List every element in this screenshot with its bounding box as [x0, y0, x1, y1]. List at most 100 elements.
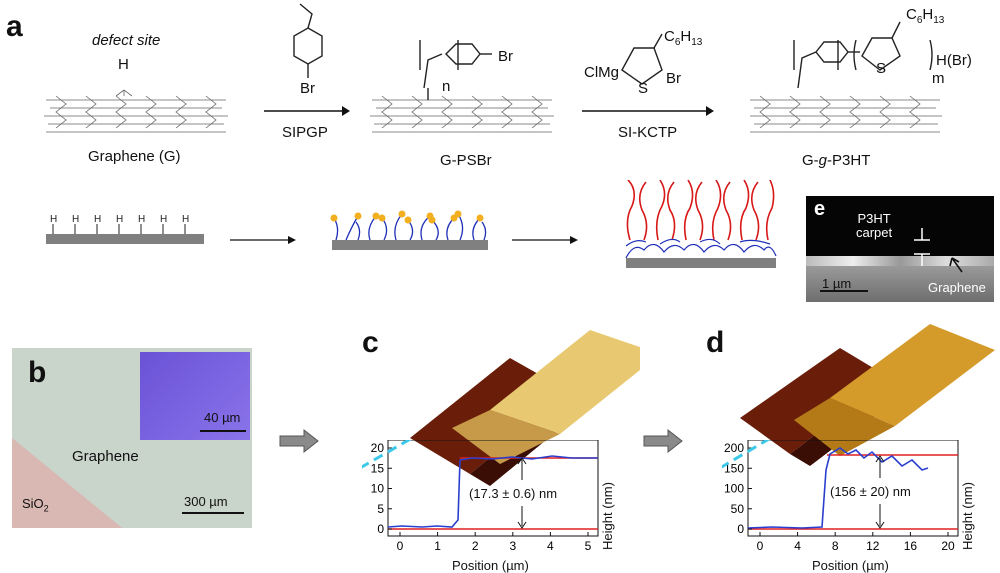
chart-c-ytick-label: 0 — [377, 522, 384, 536]
chart-d-dashed-scan — [722, 440, 771, 469]
graphene-pointer-arrow — [949, 257, 963, 273]
thiophene-monomer — [621, 33, 663, 85]
p3ht-c6h13: C6H13 — [906, 6, 945, 26]
thiophene-s-label: S — [638, 80, 649, 97]
main-scale-bar — [182, 512, 244, 514]
profile-chart-c: 0 5 10 15 20 0 1 2 3 4 5 (17.3 ± 0.6) nm Position… — [362, 440, 615, 573]
psbr-brush — [333, 213, 487, 241]
sem-graphene-label: Graphene — [928, 280, 986, 295]
svg-text:H: H — [50, 214, 57, 225]
afm-c-high — [490, 330, 640, 434]
chart-d-xticks: 0 4 8 12 16 20 — [757, 532, 955, 553]
thiophene-br-label: Br — [666, 70, 681, 87]
chart-c-annotation: (17.3 ± 0.6) nm — [469, 486, 557, 501]
p3ht-brush — [625, 180, 777, 259]
chart-d-xlabel: Position (µm) — [812, 558, 889, 573]
chart-c-ytick-label: 20 — [371, 441, 385, 455]
p3ht-s-label: S — [876, 60, 887, 77]
graphene-sheet-1 — [44, 89, 228, 133]
g-psbr-label: G-PSBr — [440, 152, 492, 169]
chart-d-xtick-label: 12 — [866, 539, 880, 553]
chart-c-xtick-label: 1 — [434, 539, 441, 553]
main-scale-label: 300 µm — [184, 494, 228, 509]
panel-letter-a: a — [6, 10, 23, 43]
chart-c-ytick-label: 15 — [371, 461, 385, 475]
thickness-markers — [914, 228, 930, 266]
sio2-triangle — [12, 438, 122, 528]
inset-scale-bar — [200, 430, 246, 432]
psbr-br-label: Br — [498, 48, 513, 65]
graphene-sheet-3 — [750, 21, 942, 133]
graphene-region-label: Graphene — [72, 448, 139, 465]
g-g-p3ht-label: G-g-P3HT — [802, 152, 871, 169]
chart-c-dashed-scan — [362, 440, 412, 469]
chart-c-profile — [387, 455, 598, 528]
gray-arrow-2 — [643, 428, 683, 454]
chart-d-xtick-label: 4 — [794, 539, 801, 553]
reaction-arrow-1 — [264, 106, 350, 116]
substrate-3 — [626, 258, 776, 268]
afm-c — [410, 330, 640, 486]
chart-c-xtick-label: 2 — [472, 539, 479, 553]
chart-d-xtick-label: 0 — [757, 539, 764, 553]
clmg-label: ClMg — [584, 64, 620, 81]
styrene-br-label: Br — [300, 80, 315, 97]
gray-arrow-1 — [279, 428, 319, 454]
chart-d-ytick-label: 0 — [737, 522, 744, 536]
panel-letter-b: b — [28, 356, 47, 389]
h-atom-label: H — [118, 56, 129, 73]
svg-text:H: H — [160, 214, 167, 225]
br-beads — [330, 210, 484, 224]
svg-text:H: H — [138, 214, 145, 225]
svg-text:H: H — [94, 214, 101, 225]
chart-c-xtick-label: 3 — [509, 539, 516, 553]
afm-d-low — [740, 348, 890, 454]
chart-c-ytick-label: 10 — [371, 482, 385, 496]
styrene-monomer — [293, 3, 323, 78]
afm-d-high — [830, 324, 995, 426]
defect-site-label: defect site — [92, 32, 161, 49]
inset-micrograph — [140, 352, 250, 440]
sem-image — [806, 196, 994, 302]
svg-text:H: H — [182, 214, 189, 225]
svg-text:H: H — [72, 214, 79, 225]
panel-letter-e: e — [814, 198, 826, 220]
sem-scale-label: 1 µm — [822, 276, 852, 291]
chart-d-yticks: 0 50 100 150 200 — [724, 441, 752, 536]
chart-d-ylabel: Height (nm) — [960, 482, 975, 550]
chart-d-ytick-label: 50 — [731, 502, 745, 516]
profile-chart-d: 0 50 100 150 200 0 4 8 12 16 20 (156 ± 20) nm Pos… — [722, 440, 975, 573]
reaction-arrow-2 — [582, 106, 714, 116]
panel-letter-c: c — [362, 326, 379, 359]
p3ht-endgroup: H(Br) — [936, 52, 972, 69]
chart-c-ytick-label: 5 — [377, 502, 384, 516]
svg-text:H: H — [116, 214, 123, 225]
sem-scale-bar — [820, 290, 868, 292]
panel-letter-d: d — [706, 326, 725, 359]
chart-c-ylabel: Height (nm) — [600, 482, 615, 550]
chart-d-ytick-label: 200 — [724, 441, 744, 455]
p3ht-m-label: m — [932, 70, 945, 87]
chart-d-xtick-label: 8 — [832, 539, 839, 553]
thiophene-c6h13: C6H13 — [664, 28, 703, 48]
chart-d-annotation: (156 ± 20) nm — [830, 484, 911, 499]
chart-d-profile — [747, 447, 929, 529]
chart-d-xtick-label: 16 — [904, 539, 918, 553]
chart-c-yticks: 0 5 10 15 20 — [371, 441, 392, 536]
sipgp-label: SIPGP — [282, 124, 328, 141]
chart-d-xtick-label: 20 — [941, 539, 955, 553]
chart-c-xtick-label: 4 — [547, 539, 554, 553]
substrate-2 — [332, 240, 488, 250]
chart-c-xlabel: Position (µm) — [452, 558, 529, 573]
psbr-n-label: n — [442, 78, 451, 95]
chart-c-xtick-label: 5 — [585, 539, 592, 553]
chart-d-ytick-label: 150 — [724, 461, 744, 475]
chart-d-ytick-label: 100 — [724, 482, 744, 496]
graphene-sheet-2 — [370, 40, 554, 133]
inset-scale-label: 40 µm — [204, 410, 241, 425]
sio2-label: SiO2 — [22, 496, 49, 514]
